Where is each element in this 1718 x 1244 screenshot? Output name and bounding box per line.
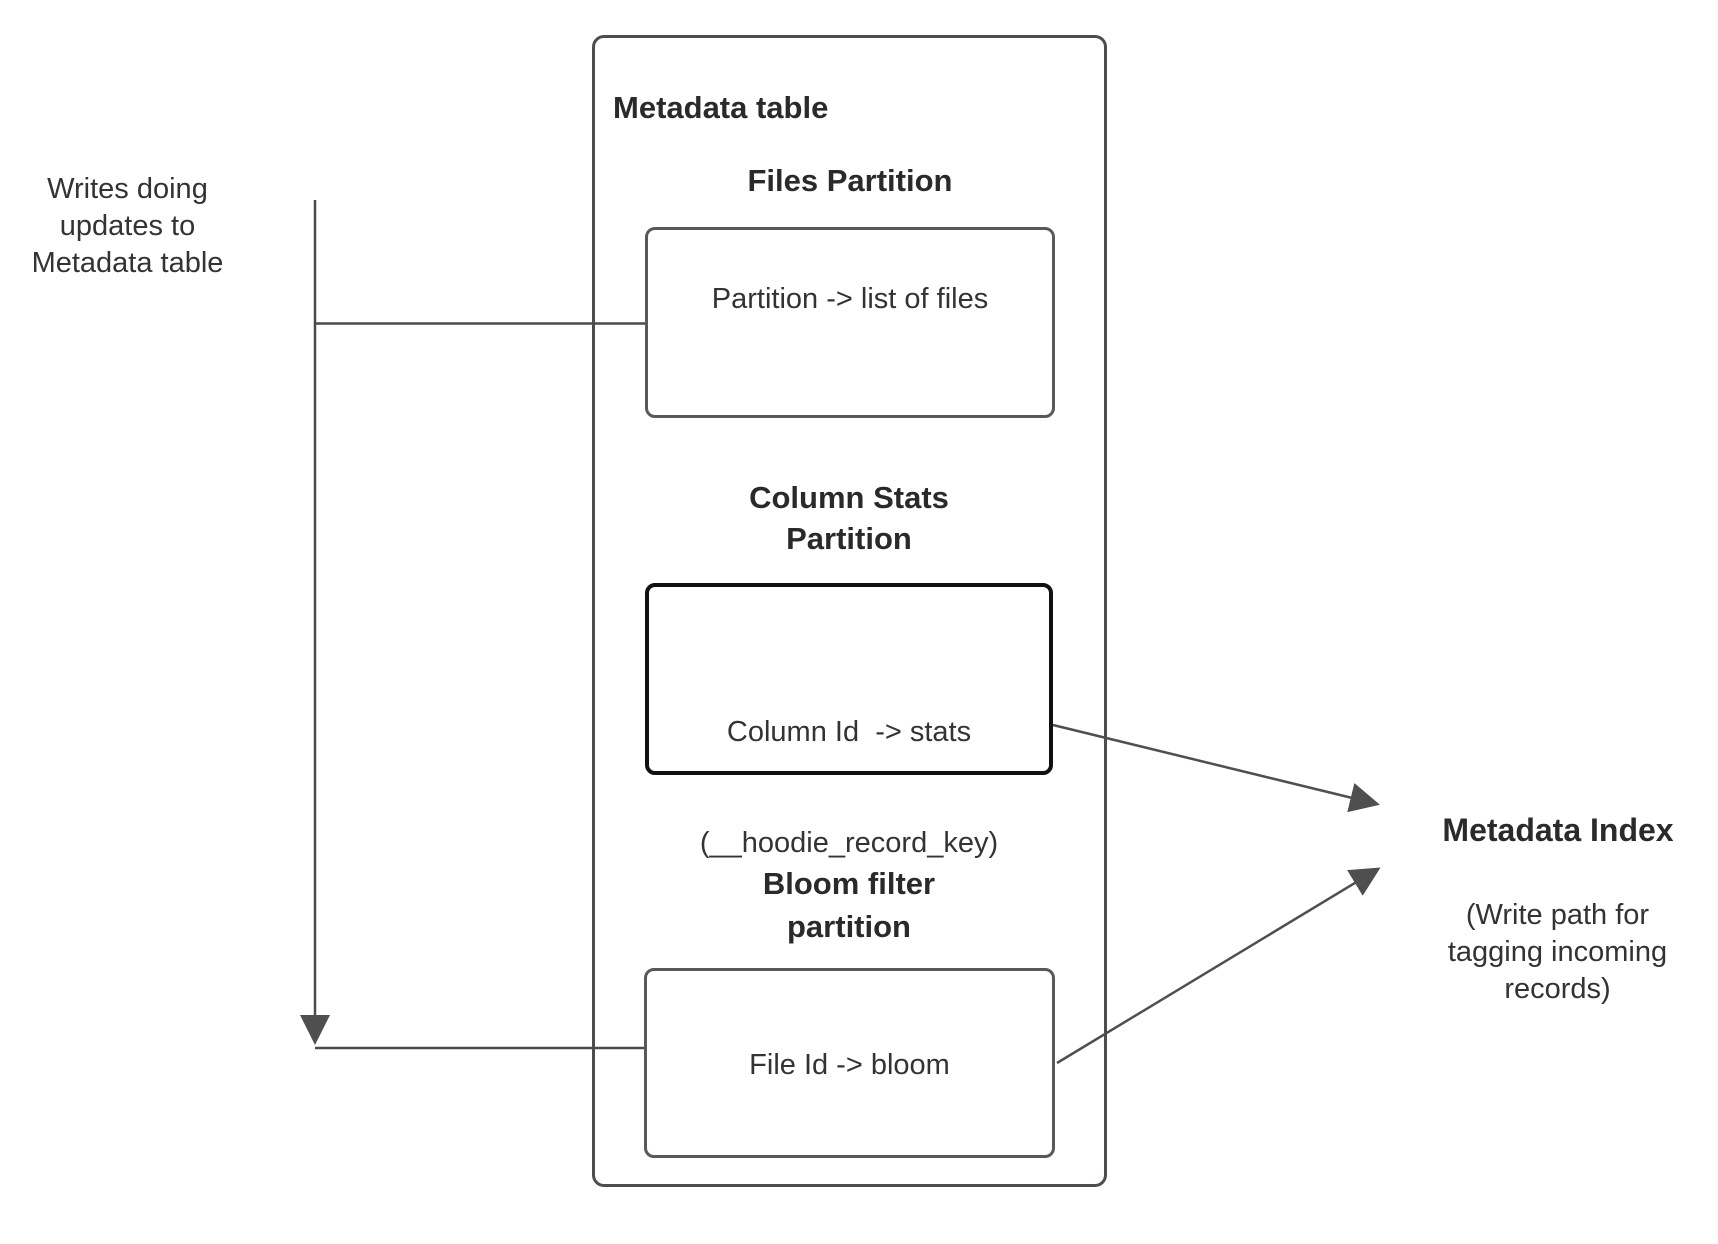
- bloom-filter-partition-label: File Id -> bloom: [749, 1049, 950, 1081]
- bloom-filter-partition-box: File Id -> bloom: [644, 968, 1055, 1158]
- column-stats-partition-label: Column Id -> stats (__hoodie_record_key): [649, 640, 1049, 936]
- files-partition-label: Partition -> list of files: [711, 283, 989, 315]
- bloom-heading-line: Bloom filter: [762, 866, 936, 901]
- metadata-table-container: [592, 35, 1107, 1187]
- writes-note-line: Metadata table: [31, 247, 224, 279]
- column-stats-heading-line: Partition: [786, 521, 912, 556]
- bloom-to-index-arrow: [1056, 867, 1381, 1065]
- column-stats-label-line: (__hoodie_record_key): [699, 827, 999, 859]
- column-stats-label-line: Column Id -> stats: [726, 716, 972, 748]
- metadata-index-subtitle-line: tagging incoming: [1447, 936, 1668, 968]
- writes-note-line: Writes doing: [47, 173, 208, 205]
- column-stats-partition-heading: Column Stats Partition: [643, 477, 1055, 559]
- metadata-table-title: Metadata table: [613, 90, 829, 125]
- bloom-heading-line: partition: [787, 909, 911, 944]
- stats-to-index-arrow: [1052, 723, 1380, 813]
- metadata-index-subtitle-line: records): [1504, 973, 1611, 1005]
- metadata-index-subtitle-line: (Write path for: [1465, 899, 1650, 931]
- column-stats-partition-box: Column Id -> stats (__hoodie_record_key): [645, 583, 1053, 859]
- files-partition-heading: Files Partition: [747, 163, 953, 198]
- writes-note: Writes doing updates to Metadata table: [10, 171, 245, 282]
- metadata-index-subtitle: (Write path for tagging incoming records…: [1405, 897, 1710, 1008]
- bloom-filter-partition-heading: Bloom filter partition: [643, 862, 1055, 948]
- writes-note-line: updates to: [59, 210, 196, 242]
- files-partition-box: Partition -> list of files: [645, 227, 1055, 418]
- metadata-index-title: Metadata Index: [1442, 812, 1674, 848]
- column-stats-heading-line: Column Stats: [749, 480, 949, 515]
